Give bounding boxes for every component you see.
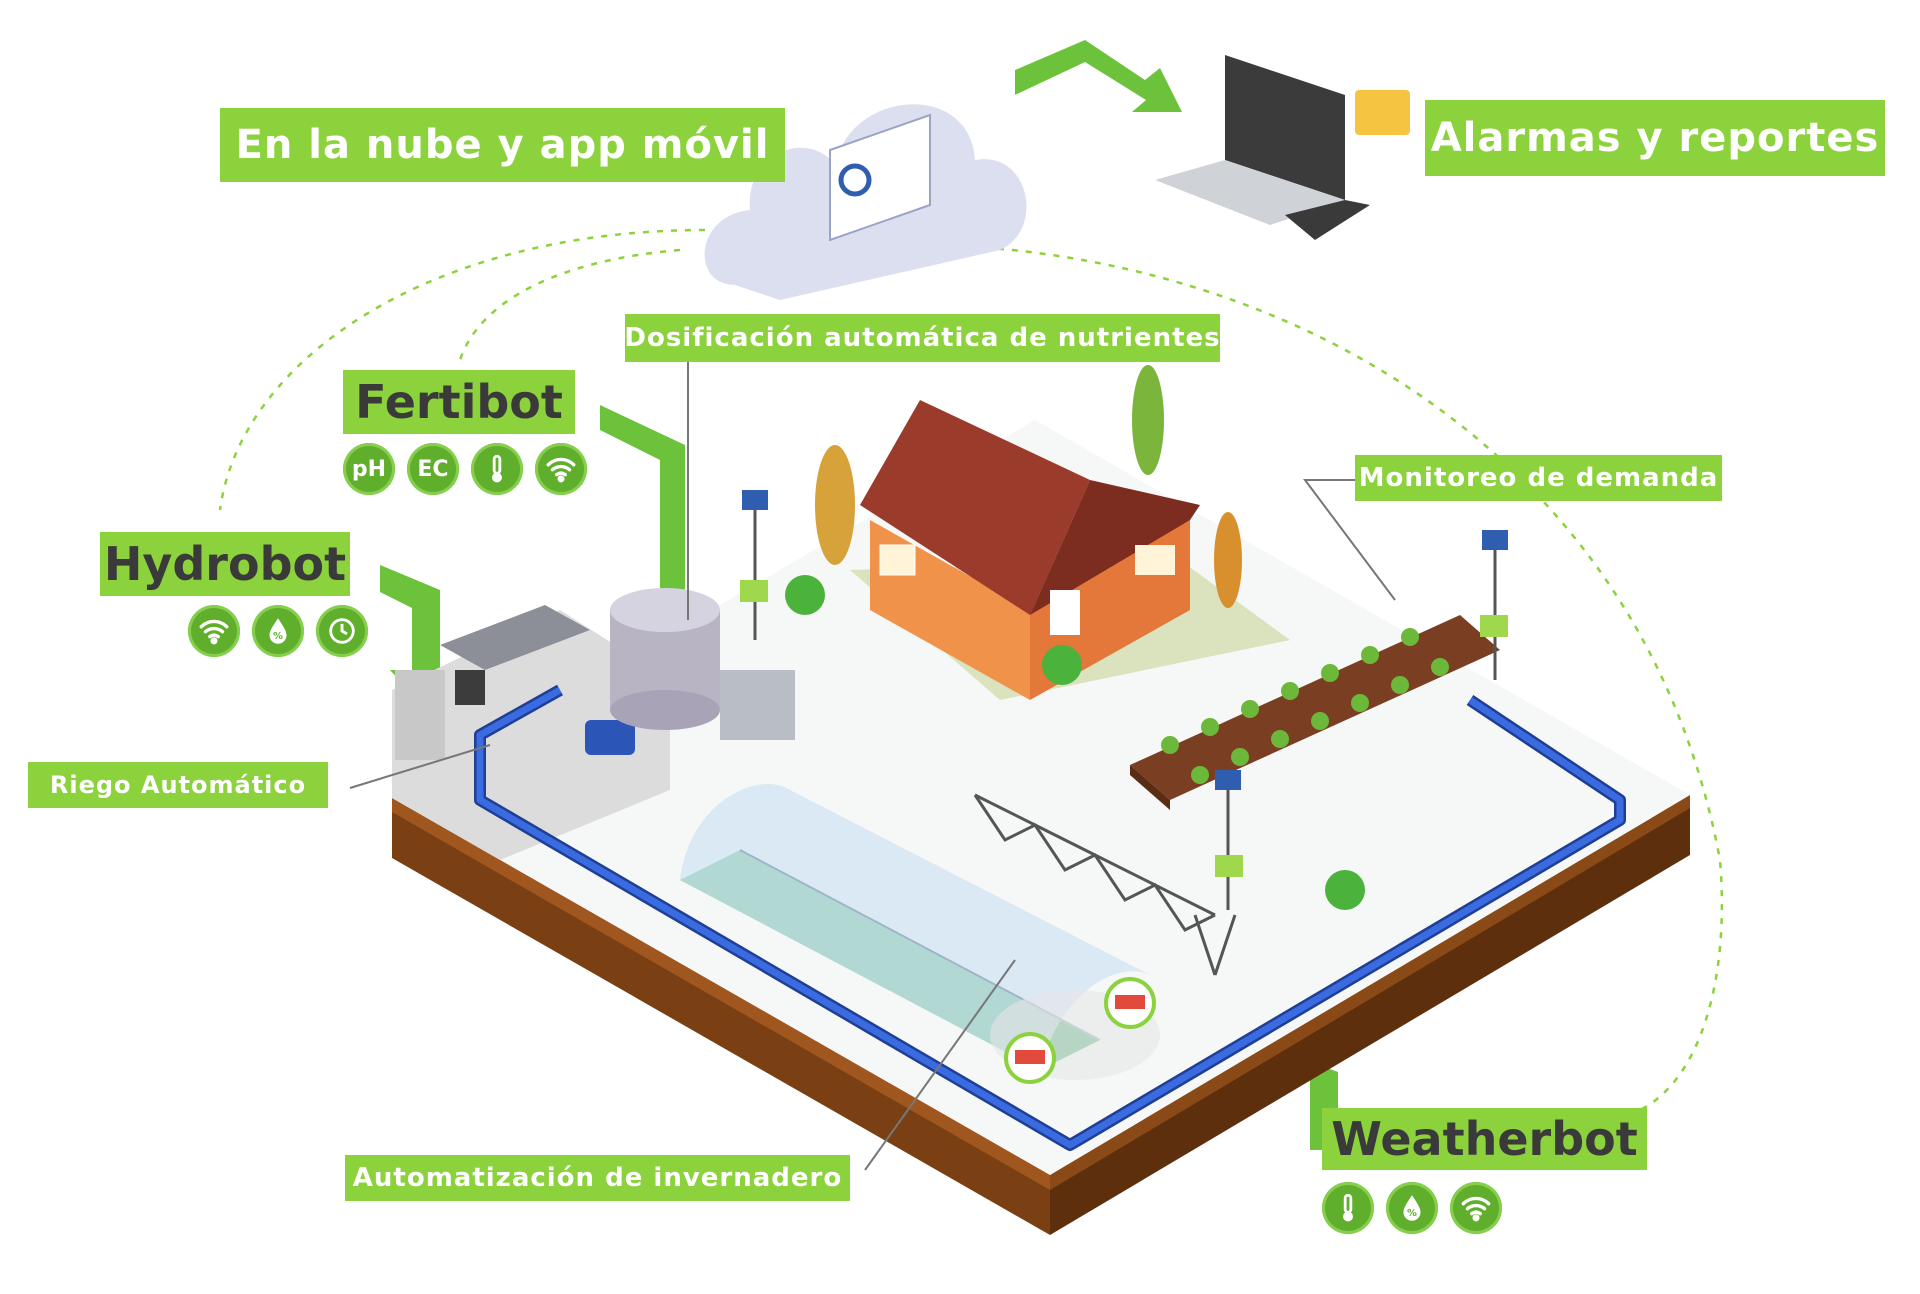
svg-text:%: % [1407, 1208, 1417, 1219]
weatherbot-badges: % [1322, 1182, 1502, 1234]
laptop-illustration [1155, 55, 1370, 240]
wifi-icon [1450, 1182, 1502, 1234]
thermometer-icon [471, 443, 523, 495]
label-cloud-app: En la nube y app móvil [220, 108, 785, 182]
ph-badge: pH [343, 443, 395, 495]
hydrobot-badges: % [188, 605, 368, 657]
folder-icon [1355, 90, 1410, 135]
label-greenhouse-automation: Automatización de invernadero [345, 1155, 850, 1201]
wifi-icon [188, 605, 240, 657]
svg-text:%: % [273, 631, 283, 642]
label-nutrient-dosing: Dosificación automática de nutrientes [624, 314, 1220, 362]
label-auto-irrigation: Riego Automático [28, 762, 328, 808]
clock-icon [316, 605, 368, 657]
crop-field [1130, 615, 1500, 810]
pivot-irrigator [973, 793, 1237, 976]
label-alarms-reports: Alarmas y reportes [1425, 100, 1885, 176]
trees [785, 365, 1365, 910]
dotted-connections [218, 228, 1724, 1112]
fertibot-badges: pH EC [343, 443, 587, 495]
sensor-stations [740, 490, 1508, 910]
drop-percent-icon: % [252, 605, 304, 657]
wifi-icon [535, 443, 587, 495]
valve-icons [1004, 977, 1156, 1084]
pump-shed [395, 605, 635, 760]
cloud-illustration [704, 104, 1027, 300]
drop-percent-icon: % [1386, 1182, 1438, 1234]
hydrobot-title: Hydrobot [100, 532, 350, 596]
leader-lines [349, 358, 1396, 1171]
thermometer-icon [1322, 1182, 1374, 1234]
label-demand-monitoring: Monitoreo de demanda [1355, 455, 1722, 501]
fertibot-title: Fertibot [343, 370, 575, 434]
ec-badge: EC [407, 443, 459, 495]
nutrient-tank [610, 588, 795, 740]
weatherbot-title: Weatherbot [1322, 1108, 1647, 1170]
